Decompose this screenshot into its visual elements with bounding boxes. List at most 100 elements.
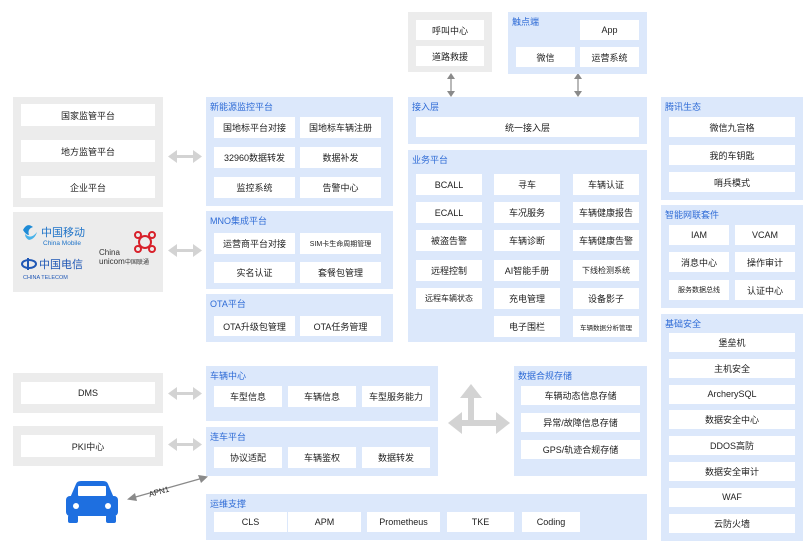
pki-box[interactable]: PKI中心 [21, 435, 155, 457]
carrier-logos: 中国移动 China Mobile 中国电信 CHINA TELECOM Chi… [21, 225, 156, 281]
lianche-item[interactable]: 车辆鉴权 [288, 447, 356, 468]
business-item[interactable]: ECALL [416, 202, 482, 223]
tencent-item[interactable]: 我的车钥匙 [669, 145, 795, 165]
business-item[interactable]: 设备影子 [573, 288, 639, 309]
touchpoint-panel: 触点端 App 微信 运营系统 [508, 12, 647, 74]
unified-access-box[interactable]: 统一接入层 [416, 117, 639, 137]
ota-item[interactable]: OTA任务管理 [300, 316, 381, 336]
ops-item[interactable]: APM [288, 512, 361, 532]
energy-item[interactable]: 监控系统 [214, 177, 295, 198]
business-item[interactable]: 充电管理 [494, 288, 560, 309]
business-item[interactable]: 电子围栏 [494, 316, 560, 337]
china-telecom-text: 中国电信 [39, 258, 83, 271]
lianche-panel: 连车平台 协议适配 车辆鉴权 数据转发 [206, 427, 438, 476]
business-item[interactable]: 车辆健康报告 [573, 202, 639, 223]
suite-item[interactable]: 消息中心 [669, 252, 729, 272]
suite-title: 智能网联套件 [665, 210, 720, 220]
vehicle-item[interactable]: 车辆信息 [288, 386, 356, 407]
ops-item[interactable]: TKE [447, 512, 514, 532]
business-item[interactable]: 下线检测系统 [573, 260, 639, 281]
security-item[interactable]: 数据安全中心 [669, 410, 795, 430]
ota-item[interactable]: OTA升级包管理 [214, 316, 295, 336]
storage-item[interactable]: 车辆动态信息存储 [521, 386, 640, 405]
vehicle-item[interactable]: 车型信息 [214, 386, 282, 407]
vertical-arrow-icon [574, 73, 582, 97]
ops-item[interactable]: Coding [522, 512, 580, 532]
mno-item[interactable]: 运营商平台对接 [214, 233, 295, 254]
storage-item[interactable]: 异常/故障信息存储 [521, 413, 640, 432]
ops-system-box[interactable]: 运营系统 [580, 47, 639, 67]
security-item[interactable]: 云防火墙 [669, 513, 795, 533]
ops-item[interactable]: Prometheus [367, 512, 440, 532]
ops-item[interactable]: CLS [214, 512, 287, 532]
suite-item[interactable]: 操作审计 [735, 252, 795, 272]
tencent-item[interactable]: 哨兵模式 [669, 172, 795, 192]
lianche-item[interactable]: 数据转发 [362, 447, 430, 468]
security-item[interactable]: 主机安全 [669, 358, 795, 378]
double-arrow-icon [168, 244, 202, 257]
china-mobile-logo-icon [23, 225, 37, 240]
apn-arrow-icon [127, 475, 208, 501]
mno-item[interactable]: 套餐包管理 [300, 262, 381, 283]
business-item[interactable]: 远程车辆状态 [416, 288, 482, 309]
wechat-box[interactable]: 微信 [516, 47, 575, 67]
security-item[interactable]: 堡垒机 [669, 333, 795, 352]
energy-item[interactable]: 数据补发 [300, 147, 381, 168]
mno-item[interactable]: 实名认证 [214, 262, 295, 283]
business-item[interactable]: BCALL [416, 174, 482, 195]
energy-item[interactable]: 国地标平台对接 [214, 117, 295, 138]
energy-monitor-panel: 新能源监控平台 国地标平台对接 国地标车辆注册 32960数据转发 数据补发 监… [206, 97, 393, 206]
three-way-arrow-icon [448, 384, 510, 434]
touchpoint-title: 触点端 [512, 17, 540, 27]
security-item[interactable]: DDOS高防 [669, 436, 795, 456]
mno-panel: MNO集成平台 运营商平台对接 SIM卡生命周期管理 实名认证 套餐包管理 [206, 211, 393, 289]
vehicle-item[interactable]: 车型服务能力 [362, 386, 430, 407]
business-item[interactable]: 车辆认证 [573, 174, 639, 195]
road-rescue-box[interactable]: 道路救援 [416, 46, 484, 66]
business-item[interactable]: 远程控制 [416, 260, 482, 281]
china-unicom-text: 中国联通 [125, 258, 149, 266]
business-item[interactable]: 车况服务 [494, 202, 560, 223]
lianche-item[interactable]: 协议适配 [214, 447, 282, 468]
mno-item[interactable]: SIM卡生命周期管理 [300, 233, 381, 254]
call-center-box[interactable]: 呼叫中心 [416, 20, 484, 40]
data-storage-panel: 数据合规存储 车辆动态信息存储 异常/故障信息存储 GPS/轨迹合规存储 [514, 366, 647, 476]
vertical-arrow-icon [447, 73, 455, 97]
app-box[interactable]: App [580, 20, 639, 40]
dms-box[interactable]: DMS [21, 382, 155, 404]
security-item[interactable]: 数据安全审计 [669, 462, 795, 481]
business-item[interactable]: 车辆健康告警 [573, 230, 639, 251]
lianche-title: 连车平台 [210, 432, 247, 442]
call-center-group: 呼叫中心 道路救援 [408, 12, 492, 72]
energy-item[interactable]: 国地标车辆注册 [300, 117, 381, 138]
access-title: 接入层 [412, 102, 440, 112]
carrier-logos-group: 中国移动 China Mobile 中国电信 CHINA TELECOM Chi… [13, 212, 163, 292]
national-platform[interactable]: 国家监管平台 [21, 104, 155, 126]
china-unicom-logo-icon [134, 231, 156, 253]
storage-item[interactable]: GPS/轨迹合规存储 [521, 440, 640, 459]
business-item[interactable]: AI智能手册 [494, 260, 560, 281]
enterprise-platform[interactable]: 企业平台 [21, 176, 155, 198]
business-item[interactable]: 车辆诊断 [494, 230, 560, 251]
business-item[interactable]: 车辆数据分析管理 [573, 316, 639, 337]
suite-item[interactable]: IAM [669, 225, 729, 245]
tencent-item[interactable]: 微信九宫格 [669, 117, 795, 137]
ota-panel: OTA平台 OTA升级包管理 OTA任务管理 [206, 294, 393, 342]
suite-item[interactable]: 认证中心 [735, 280, 795, 300]
ops-title: 运维支撑 [210, 499, 247, 509]
tencent-ecosystem-panel: 腾讯生态 微信九宫格 我的车钥匙 哨兵模式 [661, 97, 803, 200]
double-arrow-icon [168, 438, 202, 451]
energy-item[interactable]: 32960数据转发 [214, 147, 295, 168]
security-item[interactable]: ArcherySQL [669, 384, 795, 404]
energy-item[interactable]: 告警中心 [300, 177, 381, 198]
local-platform[interactable]: 地方监管平台 [21, 140, 155, 162]
business-item[interactable]: 寻车 [494, 174, 560, 195]
security-item[interactable]: WAF [669, 487, 795, 507]
suite-item[interactable]: VCAM [735, 225, 795, 245]
suite-item[interactable]: 服务数据总线 [669, 280, 729, 300]
pki-group: PKI中心 [13, 426, 163, 466]
business-item[interactable]: 被盗告警 [416, 230, 482, 251]
